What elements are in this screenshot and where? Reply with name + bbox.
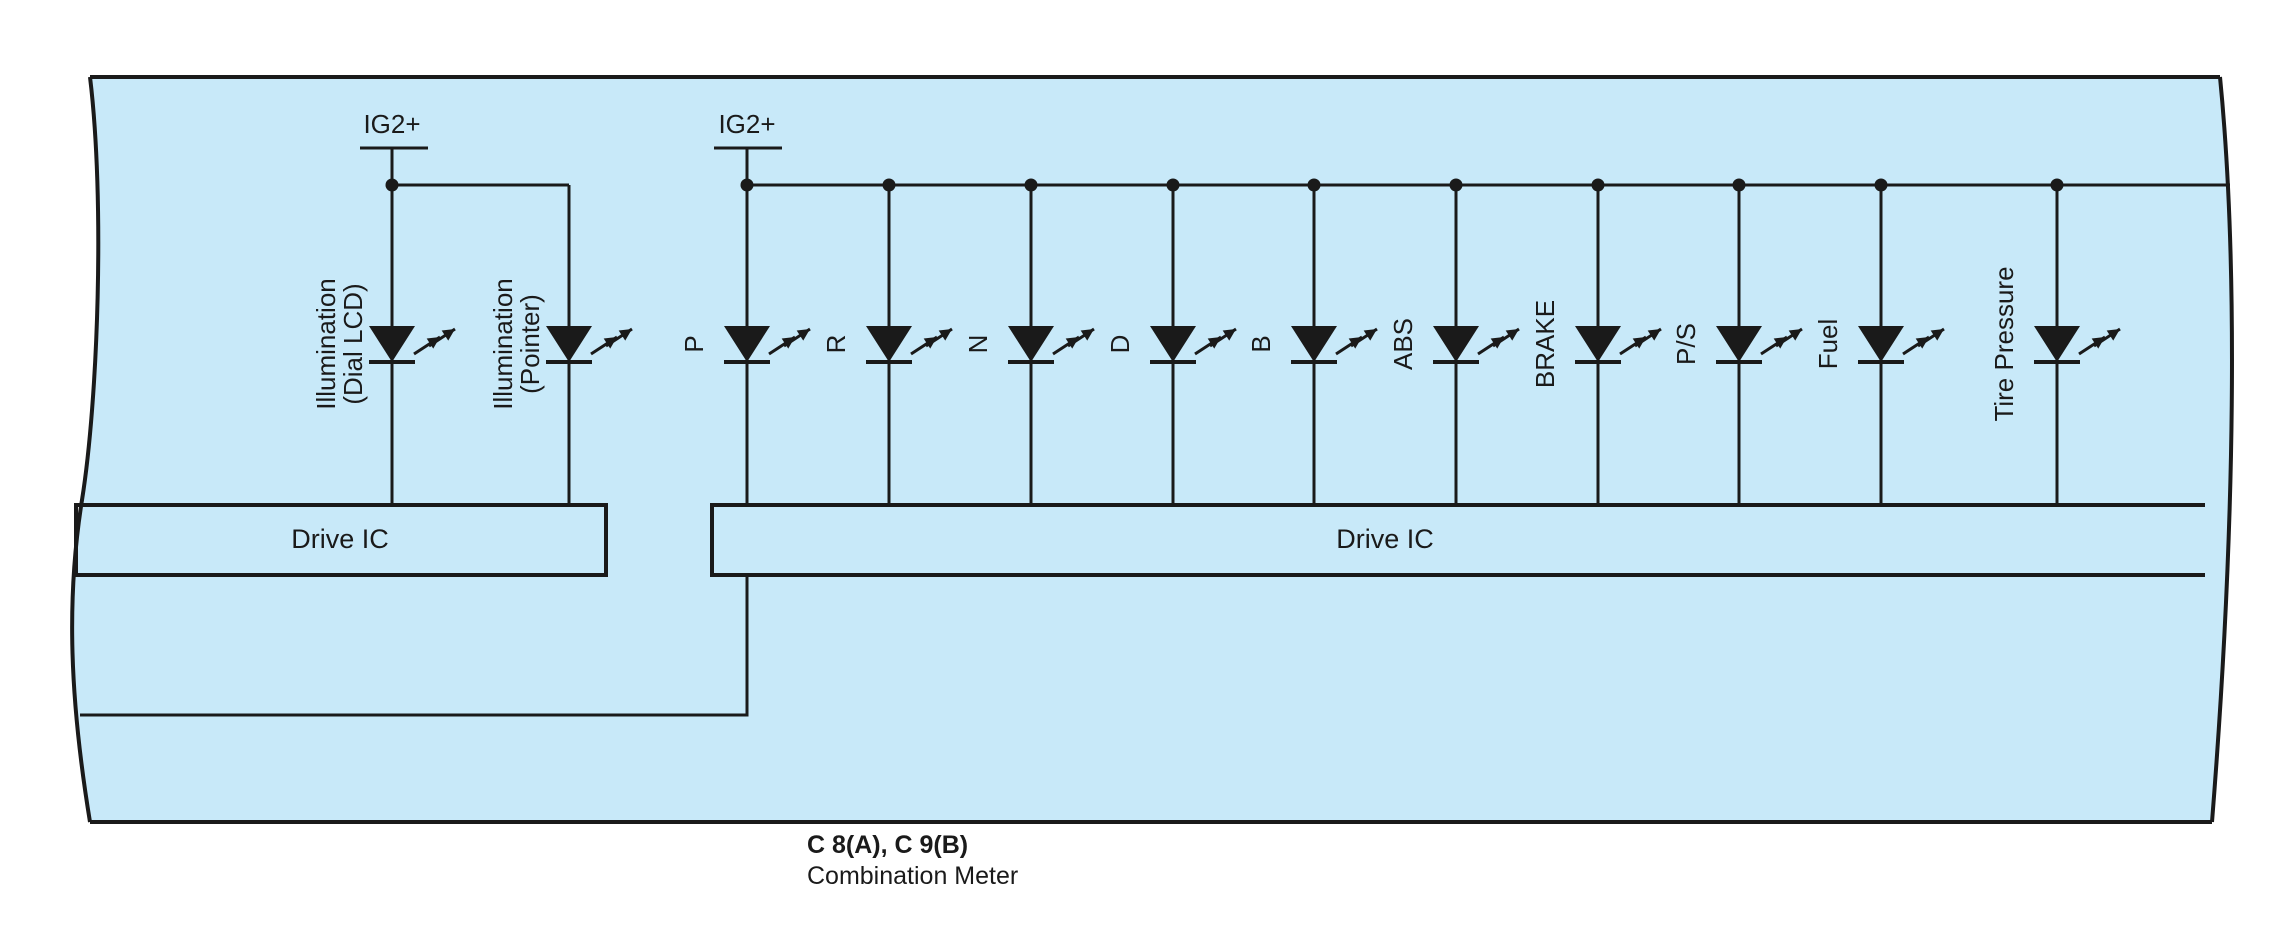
meter-left-edge — [70, 76, 101, 823]
junction-dot — [1166, 178, 1180, 192]
led-indicator-n: N — [963, 178, 1095, 505]
combination-meter-body — [72, 77, 2232, 822]
meter-output-wire — [80, 575, 749, 717]
light-emission-icon — [1902, 327, 1945, 356]
led-indicator-b: B — [1246, 178, 1378, 505]
led-illumination-pointer: Illumination(Pointer) — [488, 185, 633, 505]
diode-icon — [1433, 326, 1479, 362]
junction-dot — [740, 178, 754, 192]
light-emission-icon — [590, 327, 633, 356]
junction-dot — [1591, 178, 1605, 192]
ig2-label-right: IG2+ — [718, 109, 775, 139]
led-illumination-dial-lcd: Illumination(Dial LCD) — [311, 178, 456, 505]
meter-right-edge — [2210, 76, 2234, 823]
led-label: ABS — [1388, 318, 1418, 370]
led-indicator-ps: P/S — [1671, 178, 1803, 505]
diode-icon — [866, 326, 912, 362]
connector-code: C 8(A), C 9(B) — [807, 831, 968, 859]
light-emission-icon — [1335, 327, 1378, 356]
diode-icon — [2034, 326, 2080, 362]
led-indicators: Illumination(Dial LCD)Illumination(Point… — [311, 178, 2121, 505]
diode-icon — [1150, 326, 1196, 362]
drive-ic-left: Drive IC — [74, 503, 608, 577]
led-label: B — [1246, 335, 1276, 352]
junction-dot — [385, 178, 399, 192]
light-emission-icon — [1052, 327, 1095, 356]
led-indicator-d: D — [1105, 178, 1237, 505]
junction-dot — [2050, 178, 2064, 192]
led-label: (Dial LCD) — [338, 283, 368, 404]
junction-dot — [1874, 178, 1888, 192]
ig2-label-left: IG2+ — [363, 109, 420, 139]
led-label: BRAKE — [1530, 300, 1560, 388]
diode-icon — [369, 326, 415, 362]
led-indicator-tire-pressure: Tire Pressure — [1989, 178, 2121, 505]
light-emission-icon — [1194, 327, 1237, 356]
led-indicator-r: R — [821, 178, 953, 505]
light-emission-icon — [910, 327, 953, 356]
light-emission-icon — [2078, 327, 2121, 356]
diode-icon — [1291, 326, 1337, 362]
diode-icon — [1008, 326, 1054, 362]
led-indicator-p: P — [679, 178, 811, 505]
led-label: D — [1105, 335, 1135, 354]
junction-dot — [1024, 178, 1038, 192]
light-emission-icon — [413, 327, 456, 356]
led-label: P — [679, 335, 709, 352]
led-label: (Pointer) — [515, 294, 545, 394]
light-emission-icon — [1477, 327, 1520, 356]
light-emission-icon — [1619, 327, 1662, 356]
light-emission-icon — [768, 327, 811, 356]
led-label: R — [821, 335, 851, 354]
led-label: P/S — [1671, 323, 1701, 365]
junction-dot — [1449, 178, 1463, 192]
junction-dot — [1307, 178, 1321, 192]
drive-ic-right: Drive IC — [710, 503, 2205, 577]
diode-icon — [1575, 326, 1621, 362]
led-label: Illumination — [311, 278, 341, 410]
led-indicator-brake: BRAKE — [1530, 178, 1662, 505]
diode-icon — [1716, 326, 1762, 362]
junction-dot — [1732, 178, 1746, 192]
led-indicator-abs: ABS — [1388, 178, 1520, 505]
led-label: N — [963, 335, 993, 354]
led-label: Tire Pressure — [1989, 266, 2019, 421]
led-label: Fuel — [1813, 319, 1843, 370]
drive-ic-left-label: Drive IC — [291, 524, 389, 554]
diode-icon — [1858, 326, 1904, 362]
led-indicator-fuel: Fuel — [1813, 178, 1945, 505]
ig2-power-left: IG2+ — [360, 109, 428, 185]
diode-icon — [724, 326, 770, 362]
junction-dot — [882, 178, 896, 192]
diode-icon — [546, 326, 592, 362]
led-label: Illumination — [488, 278, 518, 410]
meter-name: Combination Meter — [807, 862, 1018, 890]
drive-ic-right-label: Drive IC — [1336, 524, 1434, 554]
light-emission-icon — [1760, 327, 1803, 356]
